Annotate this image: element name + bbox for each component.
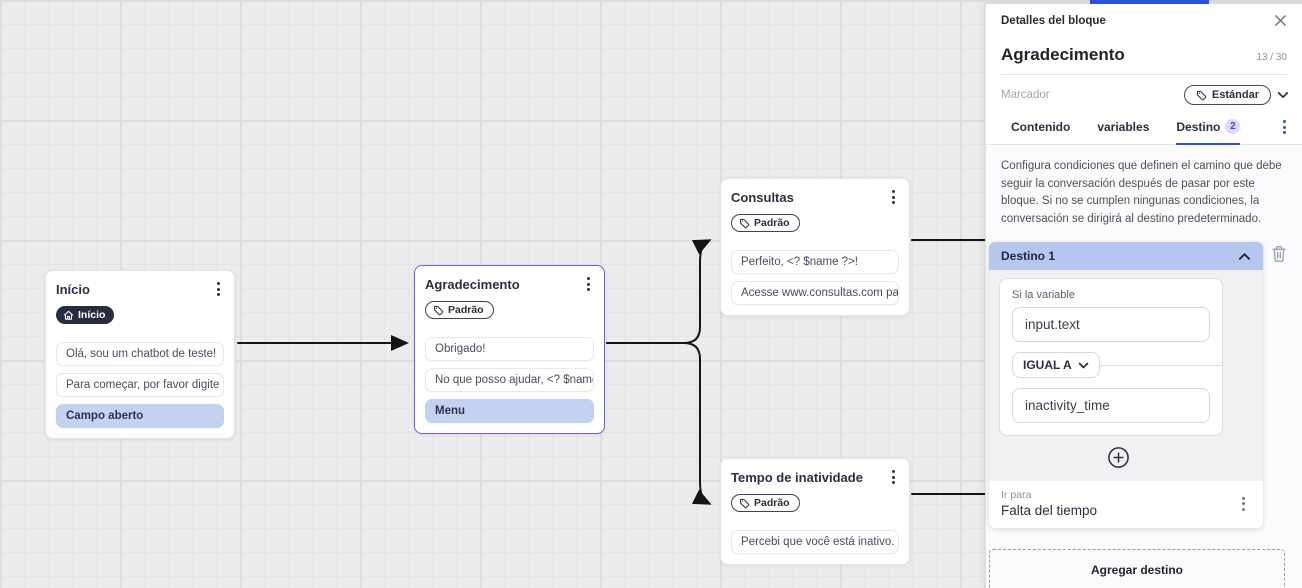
message-row[interactable]: No que posso ajudar, <? $name ... bbox=[425, 368, 594, 392]
node-agradecimento[interactable]: Agradecimento Padrão Obrigado! No que po… bbox=[414, 265, 605, 434]
marker-label: Marcador bbox=[1001, 89, 1050, 101]
marker-pill[interactable]: Estándar bbox=[1183, 85, 1271, 105]
divider bbox=[1001, 74, 1287, 75]
node-title: Início bbox=[56, 281, 90, 297]
message-row[interactable]: Olá, sou um chatbot de teste! bbox=[56, 342, 224, 366]
tab-destino-count-badge: 2 bbox=[1225, 119, 1241, 134]
kebab-menu-icon[interactable] bbox=[888, 188, 899, 206]
message-row[interactable]: Acesse www.consultas.com par... bbox=[731, 281, 899, 305]
panel-top-strip-indicator bbox=[1090, 0, 1209, 4]
destination-title: Destino 1 bbox=[1001, 249, 1056, 263]
message-row[interactable]: Percebi que você está inativo. C... bbox=[731, 530, 899, 554]
node-inicio[interactable]: Início Início Olá, sou um chatbot de tes… bbox=[45, 270, 235, 439]
destination-card: Destino 1 Si la variable IGUAL A bbox=[989, 242, 1263, 528]
start-badge: Início bbox=[56, 306, 115, 324]
tag-icon bbox=[433, 305, 444, 315]
goto-kebab-menu-icon[interactable] bbox=[1238, 495, 1249, 513]
tag-icon bbox=[1196, 90, 1207, 100]
node-tempo-inatividade[interactable]: Tempo de inatividade Padrão Percebi que … bbox=[720, 458, 910, 565]
edge-agradecimento-tempo bbox=[606, 342, 712, 505]
kebab-menu-icon[interactable] bbox=[888, 468, 899, 486]
goto-value[interactable]: Falta del tiempo bbox=[1001, 503, 1098, 518]
panel-top-strip bbox=[986, 0, 1302, 4]
block-name[interactable]: Agradecimento bbox=[1001, 45, 1125, 64]
destination-card-header[interactable]: Destino 1 bbox=[989, 242, 1263, 270]
tab-destino[interactable]: Destino 2 bbox=[1176, 119, 1241, 145]
node-title: Tempo de inatividade bbox=[731, 469, 863, 485]
condition-card: Si la variable IGUAL A bbox=[999, 278, 1223, 436]
message-row[interactable]: Obrigado! bbox=[425, 337, 594, 361]
operator-label: IGUAL A bbox=[1023, 358, 1072, 372]
message-row[interactable]: Para começar, por favor digite o ... bbox=[56, 373, 224, 397]
char-count: 13 / 30 bbox=[1256, 52, 1287, 63]
close-icon[interactable] bbox=[1272, 12, 1289, 29]
action-row[interactable]: Campo aberto bbox=[56, 404, 224, 428]
kebab-menu-icon[interactable] bbox=[213, 280, 224, 298]
tab-bar: Contenido variables Destino 2 bbox=[986, 105, 1302, 145]
panel-title: Detalles del bloque bbox=[1001, 14, 1106, 27]
node-title: Agradecimento bbox=[425, 276, 520, 292]
delete-destination-icon[interactable] bbox=[1271, 245, 1287, 266]
tab-variables[interactable]: variables bbox=[1097, 120, 1150, 134]
chevron-down-icon[interactable] bbox=[1277, 89, 1289, 101]
divider bbox=[1099, 364, 1222, 366]
compare-value-input[interactable] bbox=[1012, 388, 1210, 423]
kebab-menu-icon[interactable] bbox=[583, 275, 594, 293]
add-condition-icon[interactable] bbox=[1107, 446, 1130, 469]
message-row[interactable]: Perfeito, <? $name ?>! bbox=[731, 250, 899, 274]
node-consultas[interactable]: Consultas Padrão Perfeito, <? $name ?>! … bbox=[720, 178, 910, 316]
standard-badge: Padrão bbox=[425, 301, 494, 319]
chevron-down-icon bbox=[1078, 362, 1088, 368]
goto-label: Ir para bbox=[1001, 489, 1032, 501]
condition-label: Si la variable bbox=[1012, 289, 1075, 301]
tabs-kebab-menu-icon[interactable] bbox=[1279, 118, 1290, 136]
edge-agradecimento-consultas bbox=[606, 239, 712, 344]
badge-label: Padrão bbox=[448, 304, 484, 316]
home-icon bbox=[63, 310, 74, 320]
node-title: Consultas bbox=[731, 189, 794, 205]
tag-icon bbox=[739, 498, 750, 508]
standard-badge: Padrão bbox=[731, 214, 800, 232]
badge-label: Padrão bbox=[754, 217, 790, 229]
standard-badge: Padrão bbox=[731, 494, 800, 512]
add-destination-button[interactable]: Agregar destino bbox=[989, 549, 1285, 588]
destination-tab-content: Configura condiciones que definen el cam… bbox=[986, 145, 1302, 588]
variable-input[interactable] bbox=[1012, 307, 1210, 342]
tag-icon bbox=[739, 218, 750, 228]
block-details-panel: Detalles del bloque Agradecimento 13 / 3… bbox=[985, 0, 1302, 588]
operator-dropdown[interactable]: IGUAL A bbox=[1012, 352, 1100, 378]
tab-contenido[interactable]: Contenido bbox=[1011, 120, 1071, 134]
badge-label: Início bbox=[78, 309, 106, 321]
tab-destino-label: Destino bbox=[1176, 119, 1221, 134]
chevron-up-icon[interactable] bbox=[1238, 250, 1251, 263]
flow-edges bbox=[237, 239, 985, 505]
destination-description: Configura condiciones que definen el cam… bbox=[1001, 160, 1282, 225]
badge-label: Padrão bbox=[754, 497, 790, 509]
marker-value: Estándar bbox=[1211, 89, 1259, 101]
action-row[interactable]: Menu bbox=[425, 399, 594, 423]
